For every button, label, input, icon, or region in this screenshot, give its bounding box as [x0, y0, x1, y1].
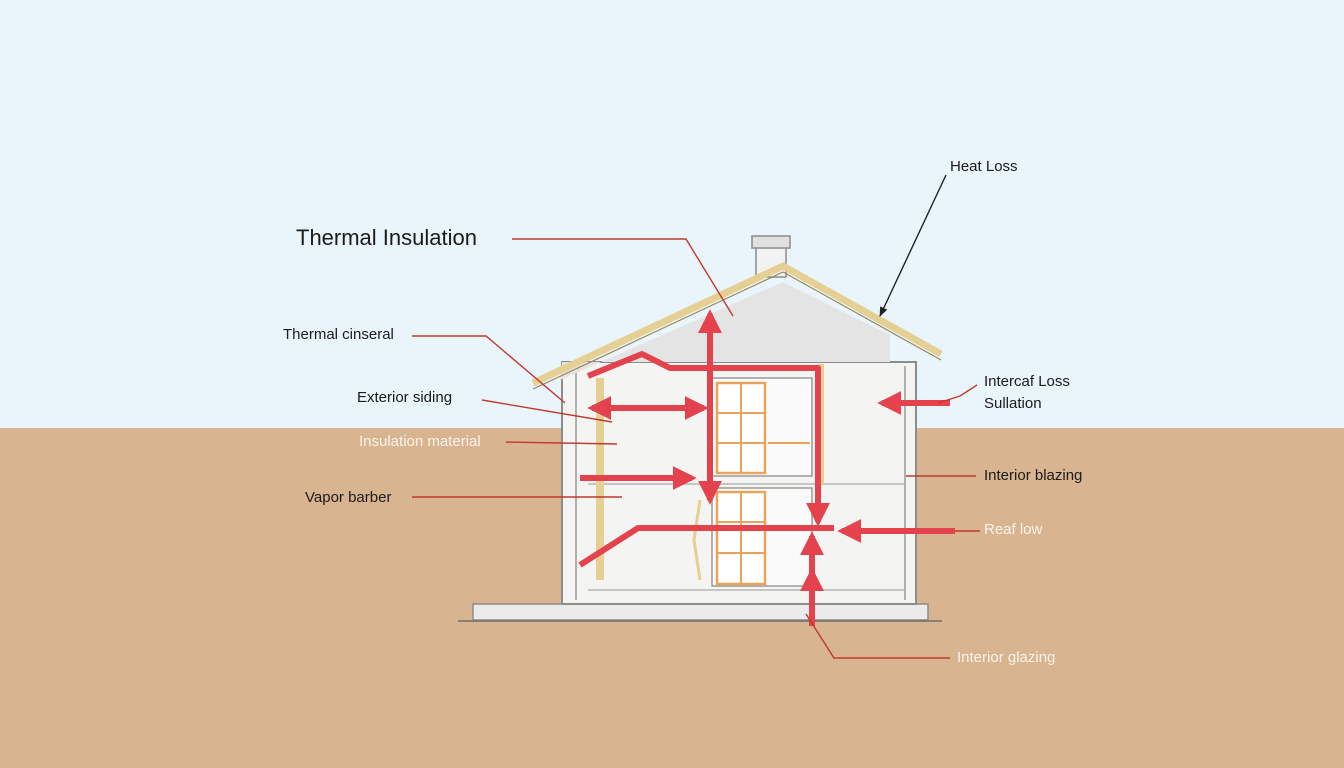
window-upper	[711, 377, 813, 477]
label-intercaf-loss: Intercaf Loss	[984, 373, 1070, 390]
leader-interior-glazing	[805, 613, 950, 659]
label-interior-blazing: Interior blazing	[984, 467, 1083, 484]
leader-insulation-material	[505, 441, 618, 445]
label-insulation-material: Insulation material	[359, 433, 481, 450]
heat-flow-arrow-attic	[586, 351, 830, 527]
leader-exterior-siding	[481, 399, 613, 423]
leader-heat-loss	[879, 174, 947, 317]
window-lower	[711, 487, 813, 587]
label-reaf-low: Reaf low	[984, 521, 1043, 538]
diagram-title: Thermal Insulation	[296, 225, 477, 250]
label-interior-glazing: Interior glazing	[957, 649, 1056, 666]
roof-edge	[532, 271, 942, 390]
leader-thermal-cinseral	[412, 335, 566, 404]
label-sullation: Sullation	[984, 395, 1042, 412]
label-vapor-barber: Vapor barber	[305, 489, 392, 506]
label-exterior-siding: Exterior siding	[357, 389, 453, 406]
heat-flow-arrow-lower	[578, 525, 834, 568]
foundation-slab	[472, 603, 929, 621]
chimney-cap	[751, 235, 791, 249]
label-heat-loss: Heat Loss	[950, 158, 1018, 175]
label-thermal-cinseral: Thermal cinseral	[283, 326, 394, 343]
insulation-crack	[692, 499, 702, 581]
leader-thermal-insulation	[512, 238, 734, 317]
leader-intercaf-loss	[937, 384, 978, 404]
roof-line	[531, 262, 943, 387]
